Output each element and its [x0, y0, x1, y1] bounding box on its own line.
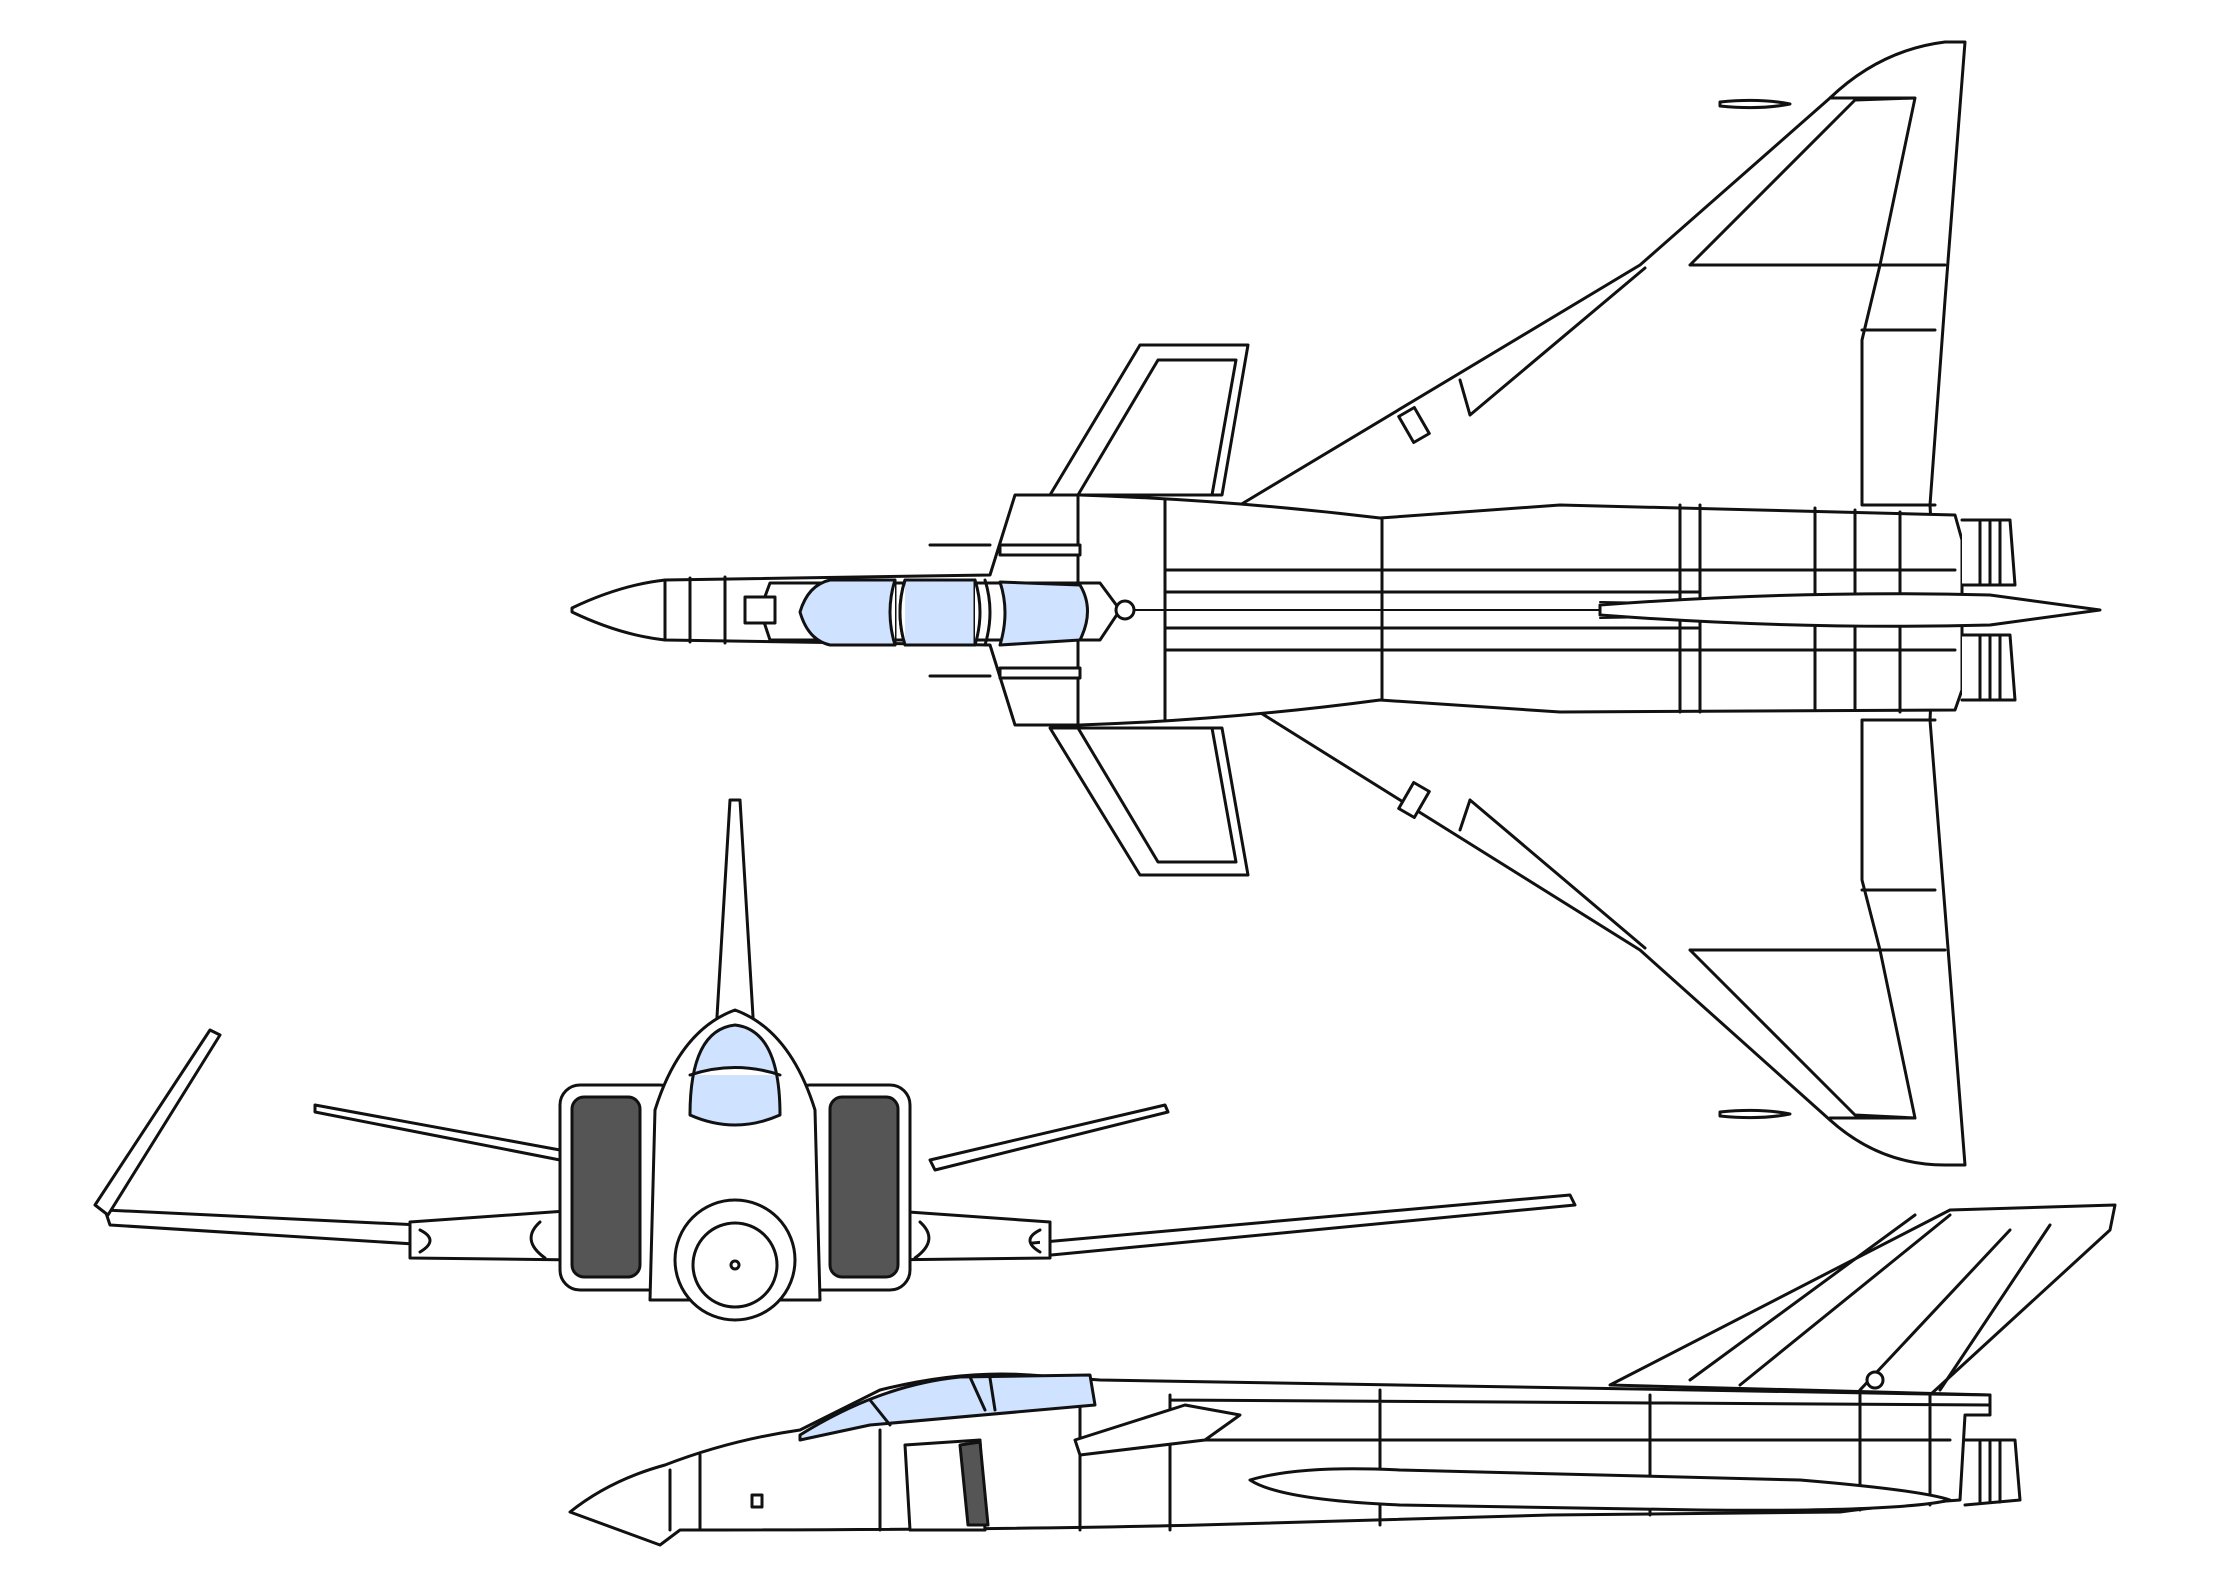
- side-vertical-fin: [1608, 1203, 2117, 1397]
- tail-cone: [1598, 592, 2102, 628]
- side-nozzle: [1963, 1438, 2022, 1507]
- left-canard-front: [313, 1103, 562, 1162]
- upper-nozzle: [1960, 518, 2017, 587]
- canopy-glass: [798, 578, 1089, 647]
- side-ventral-fairing: [1248, 1467, 1952, 1512]
- refuel-probe-port: [1114, 599, 1136, 621]
- lower-nozzle: [1960, 633, 2017, 702]
- side-view: [568, 1203, 2117, 1547]
- right-canard-front: [928, 1103, 1170, 1172]
- side-canard: [1073, 1403, 1242, 1457]
- nose-detail: [743, 595, 777, 625]
- side-fin-lines: [1688, 1213, 2052, 1392]
- side-canopy-frames: [868, 1375, 997, 1427]
- right-intake-hole: [828, 1095, 900, 1279]
- canopy-arches: [888, 578, 992, 647]
- lower-canard: [1048, 726, 1250, 877]
- lower-wing-panel-lines: [1458, 718, 1947, 1120]
- upper-wing-fence: [1397, 406, 1431, 444]
- lower-wing-fence: [1397, 781, 1431, 819]
- right-wing-front: [1008, 1193, 1577, 1260]
- upper-canard: [1048, 343, 1250, 497]
- fin-light: [1865, 1370, 1885, 1390]
- upper-wingtip-fairing: [1718, 98, 1792, 110]
- pitot-point: [729, 1259, 741, 1271]
- side-intake-dark: [958, 1440, 990, 1527]
- left-wing-tip: [93, 1028, 222, 1217]
- side-static-port: [750, 1493, 764, 1509]
- upper-wing-panel-lines: [1458, 96, 1947, 507]
- top-view: [570, 40, 2102, 1167]
- lower-intake: [928, 666, 1082, 680]
- lower-wingtip-fairing: [1718, 1108, 1792, 1120]
- left-intake-hole: [570, 1095, 642, 1279]
- front-view: [93, 798, 1577, 1322]
- canopy-front-frame: [688, 1066, 782, 1077]
- left-wing-root: [408, 1208, 582, 1262]
- side-fuselage-stations: [668, 1388, 1992, 1532]
- left-wing-front: [103, 1208, 432, 1247]
- upper-intake: [928, 543, 1082, 557]
- side-canopy: [798, 1373, 1097, 1442]
